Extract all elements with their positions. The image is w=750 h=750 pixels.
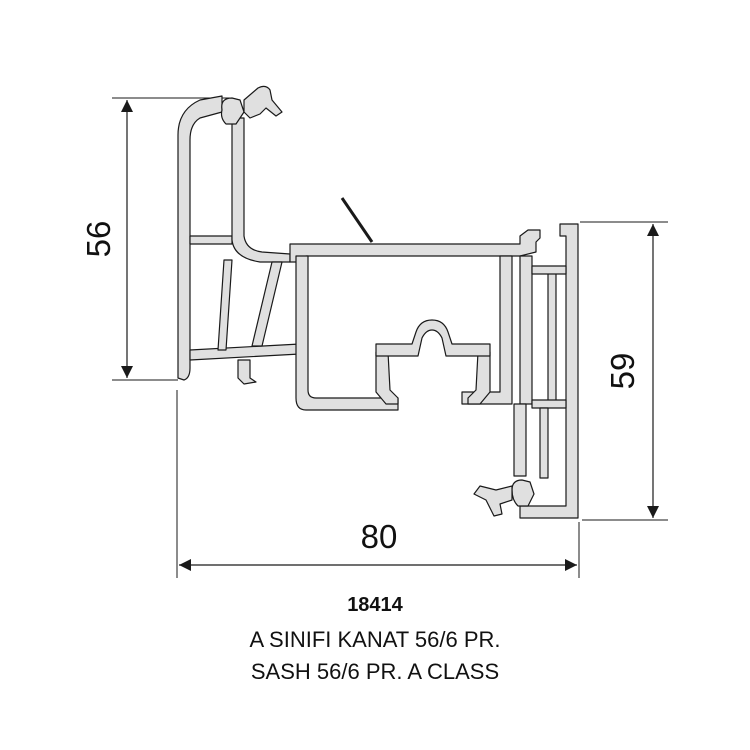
profile-section xyxy=(177,95,579,519)
profile-right-lower-inner-wall xyxy=(539,407,549,479)
profile-center-rib xyxy=(231,117,291,263)
profile-right-lower-stem xyxy=(513,403,527,477)
profile-code: 18414 xyxy=(347,594,403,616)
profile-left-wall xyxy=(177,95,223,381)
dimension-left-height: 56 xyxy=(80,97,232,381)
gasket-top-lip xyxy=(243,85,283,119)
profile-reinforcement-top xyxy=(375,319,491,357)
profile-description-en: SASH 56/6 PR. A CLASS xyxy=(250,659,500,684)
profile-slanted-rib-2 xyxy=(251,261,283,347)
glazing-line xyxy=(340,197,374,243)
profile-description-tr: A SINIFI KANAT 56/6 PR. xyxy=(249,627,501,652)
gasket-top xyxy=(220,85,283,125)
gasket-bottom-lip xyxy=(473,485,513,517)
profile-left-inner-wall xyxy=(189,235,233,245)
dimension-label-left: 56 xyxy=(80,221,117,258)
profile-slanted-rib-1 xyxy=(217,259,233,351)
dimension-label-bottom: 80 xyxy=(361,518,398,555)
gasket-bottom-body xyxy=(511,479,535,507)
dimension-bottom-width: 80 xyxy=(176,390,580,578)
dimension-right-height: 59 xyxy=(580,221,668,521)
profile-right-chamber-divider-1 xyxy=(531,265,567,275)
profile-right-inner-wall-1 xyxy=(519,255,533,405)
gasket-bottom xyxy=(473,479,535,517)
dimension-label-right: 59 xyxy=(604,353,641,390)
profile-right-inner-wall-2 xyxy=(547,269,557,405)
profile-left-chamber-bottom xyxy=(189,343,301,361)
profile-right-chamber-divider-2 xyxy=(531,399,567,409)
profile-reinforcement-channel xyxy=(375,351,491,405)
profile-bottom-nub xyxy=(237,359,257,385)
profile-middle-right-wall xyxy=(461,255,513,405)
